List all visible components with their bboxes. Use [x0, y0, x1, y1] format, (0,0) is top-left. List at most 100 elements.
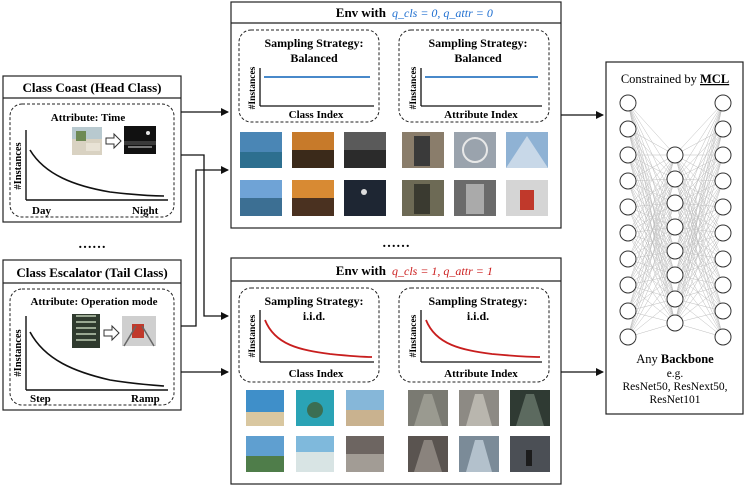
network-edge — [627, 226, 676, 286]
network-edge — [627, 128, 676, 180]
mcl-models-line1: ResNet50, ResNext50, — [622, 381, 727, 393]
network-edge — [674, 180, 724, 228]
network-edge — [627, 102, 676, 180]
network-edge — [627, 206, 676, 300]
class-escalator-title: Class Escalator (Tail Class) — [16, 265, 167, 280]
network-node — [714, 276, 732, 294]
network-edge — [627, 180, 676, 276]
network-edge — [674, 154, 724, 208]
network-edge — [627, 102, 676, 300]
network-edge — [674, 128, 724, 204]
coast-y-label: #Instances — [13, 142, 24, 189]
network-edge — [674, 102, 724, 180]
network-node — [714, 224, 732, 242]
network-node — [714, 172, 732, 190]
network-edge — [674, 232, 724, 276]
network-edge — [627, 232, 676, 276]
env-bottom-image-grid — [246, 390, 550, 472]
network-edge — [627, 178, 676, 260]
connectors — [181, 108, 604, 376]
network-edge — [674, 128, 724, 180]
network-edge — [674, 154, 724, 234]
mcl-title: Constrained by MCL — [621, 72, 729, 86]
escalator-x-start: Step — [30, 393, 51, 405]
middle-ellipsis: …… — [382, 236, 410, 251]
coast-x-start: Day — [32, 205, 51, 217]
network-edge — [674, 250, 724, 312]
env-top-block: Env with q_cls = 0, q_attr = 0 Sampling … — [230, 1, 562, 229]
network-edge — [627, 154, 676, 234]
network-edge — [627, 154, 676, 204]
network-edge — [674, 102, 724, 204]
network-node — [619, 250, 637, 268]
network-edge — [674, 232, 724, 252]
network-edge — [627, 206, 676, 324]
env-top-class-x-label: Class Index — [289, 109, 344, 121]
network-edge — [627, 274, 676, 312]
env-bottom-class-x-label: Class Index — [289, 368, 344, 380]
env-bottom-attr-mode: i.i.d. — [467, 309, 489, 323]
network-edge — [627, 180, 676, 204]
network-node — [619, 94, 637, 112]
network-edge — [627, 232, 676, 300]
network-edge — [674, 206, 724, 300]
env-bottom-class-strategy: Sampling Strategy: — [265, 294, 364, 308]
env-bottom-attr-strategy: Sampling Strategy: — [429, 294, 528, 308]
network-edge — [674, 102, 724, 324]
network-edge — [674, 180, 724, 204]
network-edge — [627, 180, 676, 300]
escalator-y-label: #Instances — [13, 329, 24, 376]
class-coast-title: Class Coast (Head Class) — [22, 80, 161, 95]
network-edge — [674, 154, 724, 260]
coast-long-tail-curve — [29, 149, 165, 197]
network-edge — [627, 206, 676, 276]
network-edge — [674, 154, 724, 180]
network-edge — [627, 206, 676, 228]
network-edge — [674, 180, 724, 300]
network-node — [666, 266, 684, 284]
network-edge — [627, 232, 676, 324]
network-edge — [674, 284, 724, 324]
network-node — [619, 146, 637, 164]
network-edge — [674, 206, 724, 228]
network-edge — [674, 226, 724, 286]
network-edge — [627, 154, 676, 338]
network-node — [619, 328, 637, 346]
env-bottom-block: Env with q_cls = 1, q_attr = 1 Sampling … — [230, 257, 562, 485]
mcl-eg-label: e.g. — [667, 368, 684, 380]
network-edge — [674, 128, 724, 156]
network-edge — [627, 128, 676, 228]
network-edge — [674, 258, 724, 300]
network-edge — [627, 102, 676, 228]
network-node — [714, 94, 732, 112]
network-edge — [674, 226, 724, 312]
network-edge — [674, 128, 724, 252]
network-edge — [627, 206, 676, 252]
network-node — [666, 146, 684, 164]
network-edge — [674, 258, 724, 324]
backbone-network — [619, 94, 732, 346]
network-node — [714, 120, 732, 138]
network-edge — [627, 154, 676, 180]
network-edge — [674, 180, 724, 276]
network-edge — [627, 226, 676, 338]
network-edge — [674, 202, 724, 286]
network-node — [619, 224, 637, 242]
network-node — [666, 170, 684, 188]
env-top-class-strategy: Sampling Strategy: — [265, 36, 364, 50]
network-edge — [674, 226, 724, 338]
network-edge — [627, 298, 676, 338]
network-edge — [674, 202, 724, 312]
escalator-ramp-thumbnail — [122, 316, 156, 347]
network-edge — [627, 154, 676, 260]
env-top-attr-y-label: #Instances — [409, 66, 419, 109]
network-edge — [674, 178, 724, 286]
env-top-class-y-label: #Instances — [248, 66, 258, 109]
mcl-backbone-label: Any Backbone — [636, 352, 714, 366]
network-edge — [627, 250, 676, 312]
env-top-formula: q_cls = 0, q_attr = 0 — [392, 6, 493, 20]
escalator-x-end: Ramp — [131, 393, 160, 405]
network-edge — [627, 202, 676, 260]
network-node — [666, 314, 684, 332]
